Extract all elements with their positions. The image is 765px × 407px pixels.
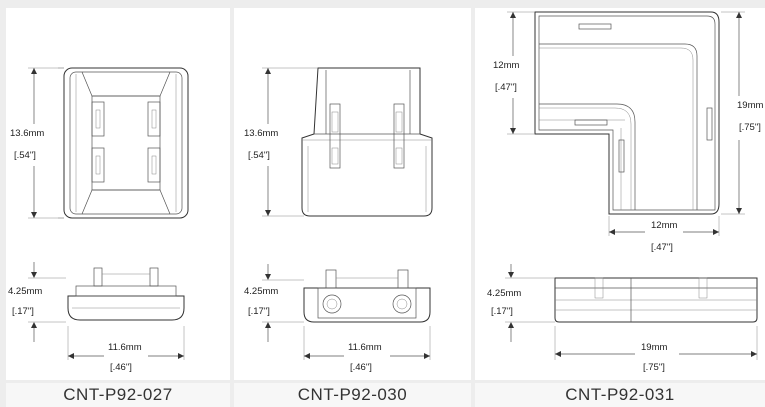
caption-cnt-p92-030: CNT-P92-030 <box>234 383 471 407</box>
drawing-panel-cnt-p92-027: 13.6mm [.54"] 4.25mm [.17"] 11.6mm [.46"… <box>6 8 230 380</box>
leg-in-label: [.47"] <box>495 82 517 93</box>
drawing-panel-cnt-p92-030: 13.6mm [.54"] 4.25mm [.17"] 11.6mm [.46"… <box>234 8 471 380</box>
depth-mm-label: 4.25mm <box>8 286 42 297</box>
height-mm-label: 13.6mm <box>244 128 278 139</box>
depth-mm-label: 4.25mm <box>487 288 521 299</box>
width-in-label: [.46"] <box>350 362 372 373</box>
caption-cnt-p92-027: CNT-P92-027 <box>6 383 230 407</box>
width-mm-label: 11.6mm <box>108 342 142 353</box>
width-mm-label: 19mm <box>641 342 667 353</box>
technical-drawing-030: 13.6mm [.54"] 4.25mm [.17"] 11.6mm [.46"… <box>240 67 433 373</box>
depth-in-label: [.17"] <box>248 306 270 317</box>
leg-mm-label: 12mm <box>493 60 519 71</box>
height-mm-label: 19mm <box>737 100 763 111</box>
drawing-panel-cnt-p92-031: 12mm [.47"] 19mm [.75"] 12mm [.47"] <box>475 8 765 380</box>
inner-in-label: [.47"] <box>651 242 673 253</box>
depth-mm-label: 4.25mm <box>244 286 278 297</box>
width-mm-label: 11.6mm <box>348 342 382 353</box>
caption-cnt-p92-031: CNT-P92-031 <box>475 383 765 407</box>
height-in-label: [.75"] <box>739 122 761 133</box>
depth-in-label: [.17"] <box>12 306 34 317</box>
height-in-label: [.54"] <box>248 150 270 161</box>
technical-drawing-027: 13.6mm [.54"] 4.25mm [.17"] 11.6mm [.46"… <box>8 67 189 373</box>
height-in-label: [.54"] <box>14 150 36 161</box>
height-mm-label: 13.6mm <box>10 128 44 139</box>
width-in-label: [.46"] <box>110 362 132 373</box>
width-in-label: [.75"] <box>643 362 665 373</box>
inner-mm-label: 12mm <box>651 220 677 231</box>
technical-drawing-031: 12mm [.47"] 19mm [.75"] 12mm [.47"] <box>487 11 765 373</box>
depth-in-label: [.17"] <box>491 306 513 317</box>
